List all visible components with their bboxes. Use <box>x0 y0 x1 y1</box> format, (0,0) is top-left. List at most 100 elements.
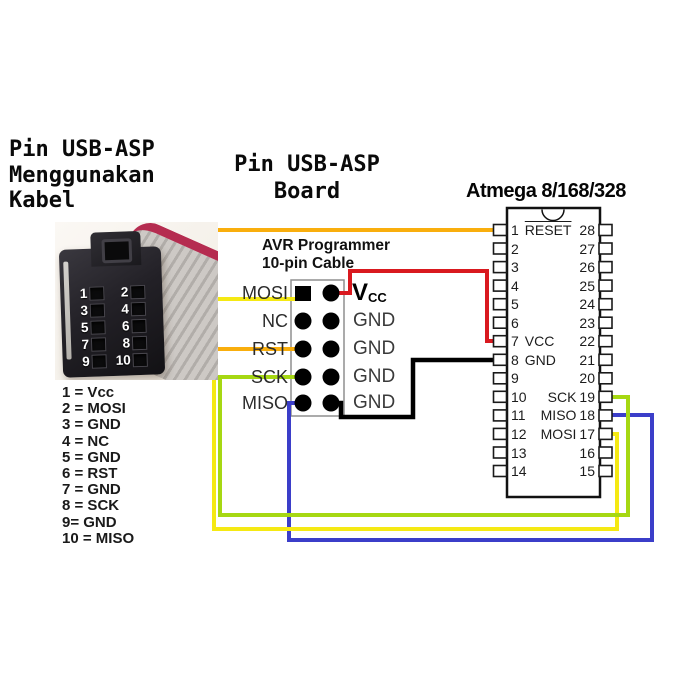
connector-pin <box>322 284 340 302</box>
photo-pin-hole <box>132 352 148 367</box>
photo-pin-number: 5 <box>80 319 89 336</box>
chip-pin-22: 22 <box>508 332 595 350</box>
pin-number: 2 <box>511 241 519 257</box>
wire-miso <box>287 401 654 542</box>
connector-label-gnd: GND <box>353 310 396 331</box>
chip-pin-26: 26 <box>508 258 595 276</box>
connector-pin <box>294 312 312 330</box>
photo-pin-hole <box>131 335 148 350</box>
legend-item: 7 = GND <box>62 481 121 499</box>
pin-number: 20 <box>579 370 595 386</box>
chip-pin-14: 14 <box>511 462 597 480</box>
connector-pin1-square <box>295 286 311 301</box>
legend-item: 6 = RST <box>62 465 118 483</box>
photo-pin-number: 3 <box>80 302 89 319</box>
pin-name: RESET <box>524 222 572 238</box>
chip-pin-27: 27 <box>508 240 595 258</box>
pin-number: 12 <box>511 426 527 442</box>
chip-pin-5: 5 <box>511 295 597 313</box>
chip-pin-15: 15 <box>508 462 595 480</box>
pin-number: 4 <box>511 278 519 294</box>
pin-number: 28 <box>579 222 595 238</box>
chip-pin-10: 10 <box>511 388 597 406</box>
idc-connector-body: 1 2 3 4 5 6 7 8 9 10 <box>58 230 166 378</box>
chip-pin-2: 2 <box>511 240 597 258</box>
chip-pin-16: 16 <box>508 444 595 462</box>
chip-pin-21: 21 <box>508 351 595 369</box>
usb-asp-connector-photo: 1 2 3 4 5 6 7 8 9 10 <box>55 222 218 380</box>
pin-number: 6 <box>511 315 519 331</box>
connector-label-mosi: MOSI <box>241 283 288 303</box>
left-title-line2: Menggunakan <box>9 162 155 188</box>
connector-label-miso: MISO <box>241 393 288 413</box>
photo-pin-hole <box>131 318 147 333</box>
connector-photo-pin-grid: 1 2 3 4 5 6 7 8 9 10 <box>72 283 151 371</box>
legend-item: 5 = GND <box>62 448 121 466</box>
pin-number: 21 <box>579 352 595 368</box>
pin-number: 5 <box>511 296 519 312</box>
pin-name: SCK <box>547 389 577 405</box>
wire-mosi <box>212 297 619 531</box>
connector-label-gnd: GND <box>353 366 396 387</box>
chip-pin-25: 25 <box>508 277 595 295</box>
legend-item: 9= GND <box>62 513 117 531</box>
pin-number: 10 <box>511 389 527 405</box>
board-title-line1: Pin USB-ASP <box>234 152 380 177</box>
chip-pin-12: 12 <box>511 425 597 443</box>
chip-pin-11: 11 <box>511 406 597 424</box>
chip-pin-28: 28 <box>508 221 595 239</box>
pin-number: 22 <box>579 333 595 349</box>
chip-pin-13: 13 <box>511 444 597 462</box>
chip-pin-4: 4 <box>511 277 597 295</box>
pin-number: 25 <box>579 278 595 294</box>
chip-pin-3: 3 <box>511 258 597 276</box>
photo-pin-number: 7 <box>81 336 90 353</box>
pin-number: 17 <box>579 426 595 442</box>
wire-sck <box>218 375 630 517</box>
photo-pin-row: 9 10 <box>74 351 151 371</box>
pin-number: 11 <box>511 407 526 423</box>
legend-item: 4 = NC <box>62 432 110 450</box>
legend-item: 10 = MISO <box>62 529 135 547</box>
photo-pin-number: 2 <box>120 284 129 300</box>
vcc-subscript: CC <box>368 290 387 305</box>
connector-pin <box>294 340 312 358</box>
pin-name: VCC <box>524 333 555 349</box>
connector-label-sck: SCK <box>250 367 288 387</box>
left-title-line1: Pin USB-ASP <box>9 137 155 162</box>
pin-number: 18 <box>579 407 595 423</box>
connector-key-tab <box>90 230 142 267</box>
pin-number: 13 <box>511 445 527 461</box>
pin-number: 9 <box>511 370 519 386</box>
pin-number: 15 <box>579 463 595 479</box>
board-title-line2: Board <box>273 179 341 204</box>
photo-pin-number: 9 <box>81 353 90 370</box>
avr-caption-line2: 10-pin Cable <box>262 254 355 272</box>
pin-number: 1 <box>511 222 519 238</box>
connector-pin <box>322 368 340 386</box>
pin-name: MISO <box>540 407 577 423</box>
photo-pin-number: 6 <box>121 318 130 334</box>
chip-notch <box>541 209 565 222</box>
chip-title: Atmega 8/168/328 <box>466 180 626 202</box>
pin-number: 7 <box>511 333 519 349</box>
connector-label-vcc: VCC <box>352 280 387 306</box>
wire-vcc <box>333 269 494 343</box>
vcc-main: V <box>352 279 369 306</box>
connector-label-gnd: GND <box>353 392 396 413</box>
connector-pin <box>294 368 312 386</box>
connector-key-slot <box>101 238 133 264</box>
avr-caption-line1: AVR Programmer <box>262 237 391 254</box>
pin-name: MOSI <box>540 426 577 442</box>
connector-label-rst: RST <box>252 339 288 359</box>
photo-pin-hole <box>89 285 105 301</box>
photo-pin-number: 4 <box>121 301 130 317</box>
wire-gnd <box>333 357 494 420</box>
avr-programmer-caption: AVR Programmer 10-pin Cable <box>262 237 390 272</box>
chip-pin-20: 20 <box>508 369 595 387</box>
connector-label-nc: NC <box>262 311 288 331</box>
left-title: Pin USB-ASP Menggunakan Kabel <box>9 137 155 214</box>
